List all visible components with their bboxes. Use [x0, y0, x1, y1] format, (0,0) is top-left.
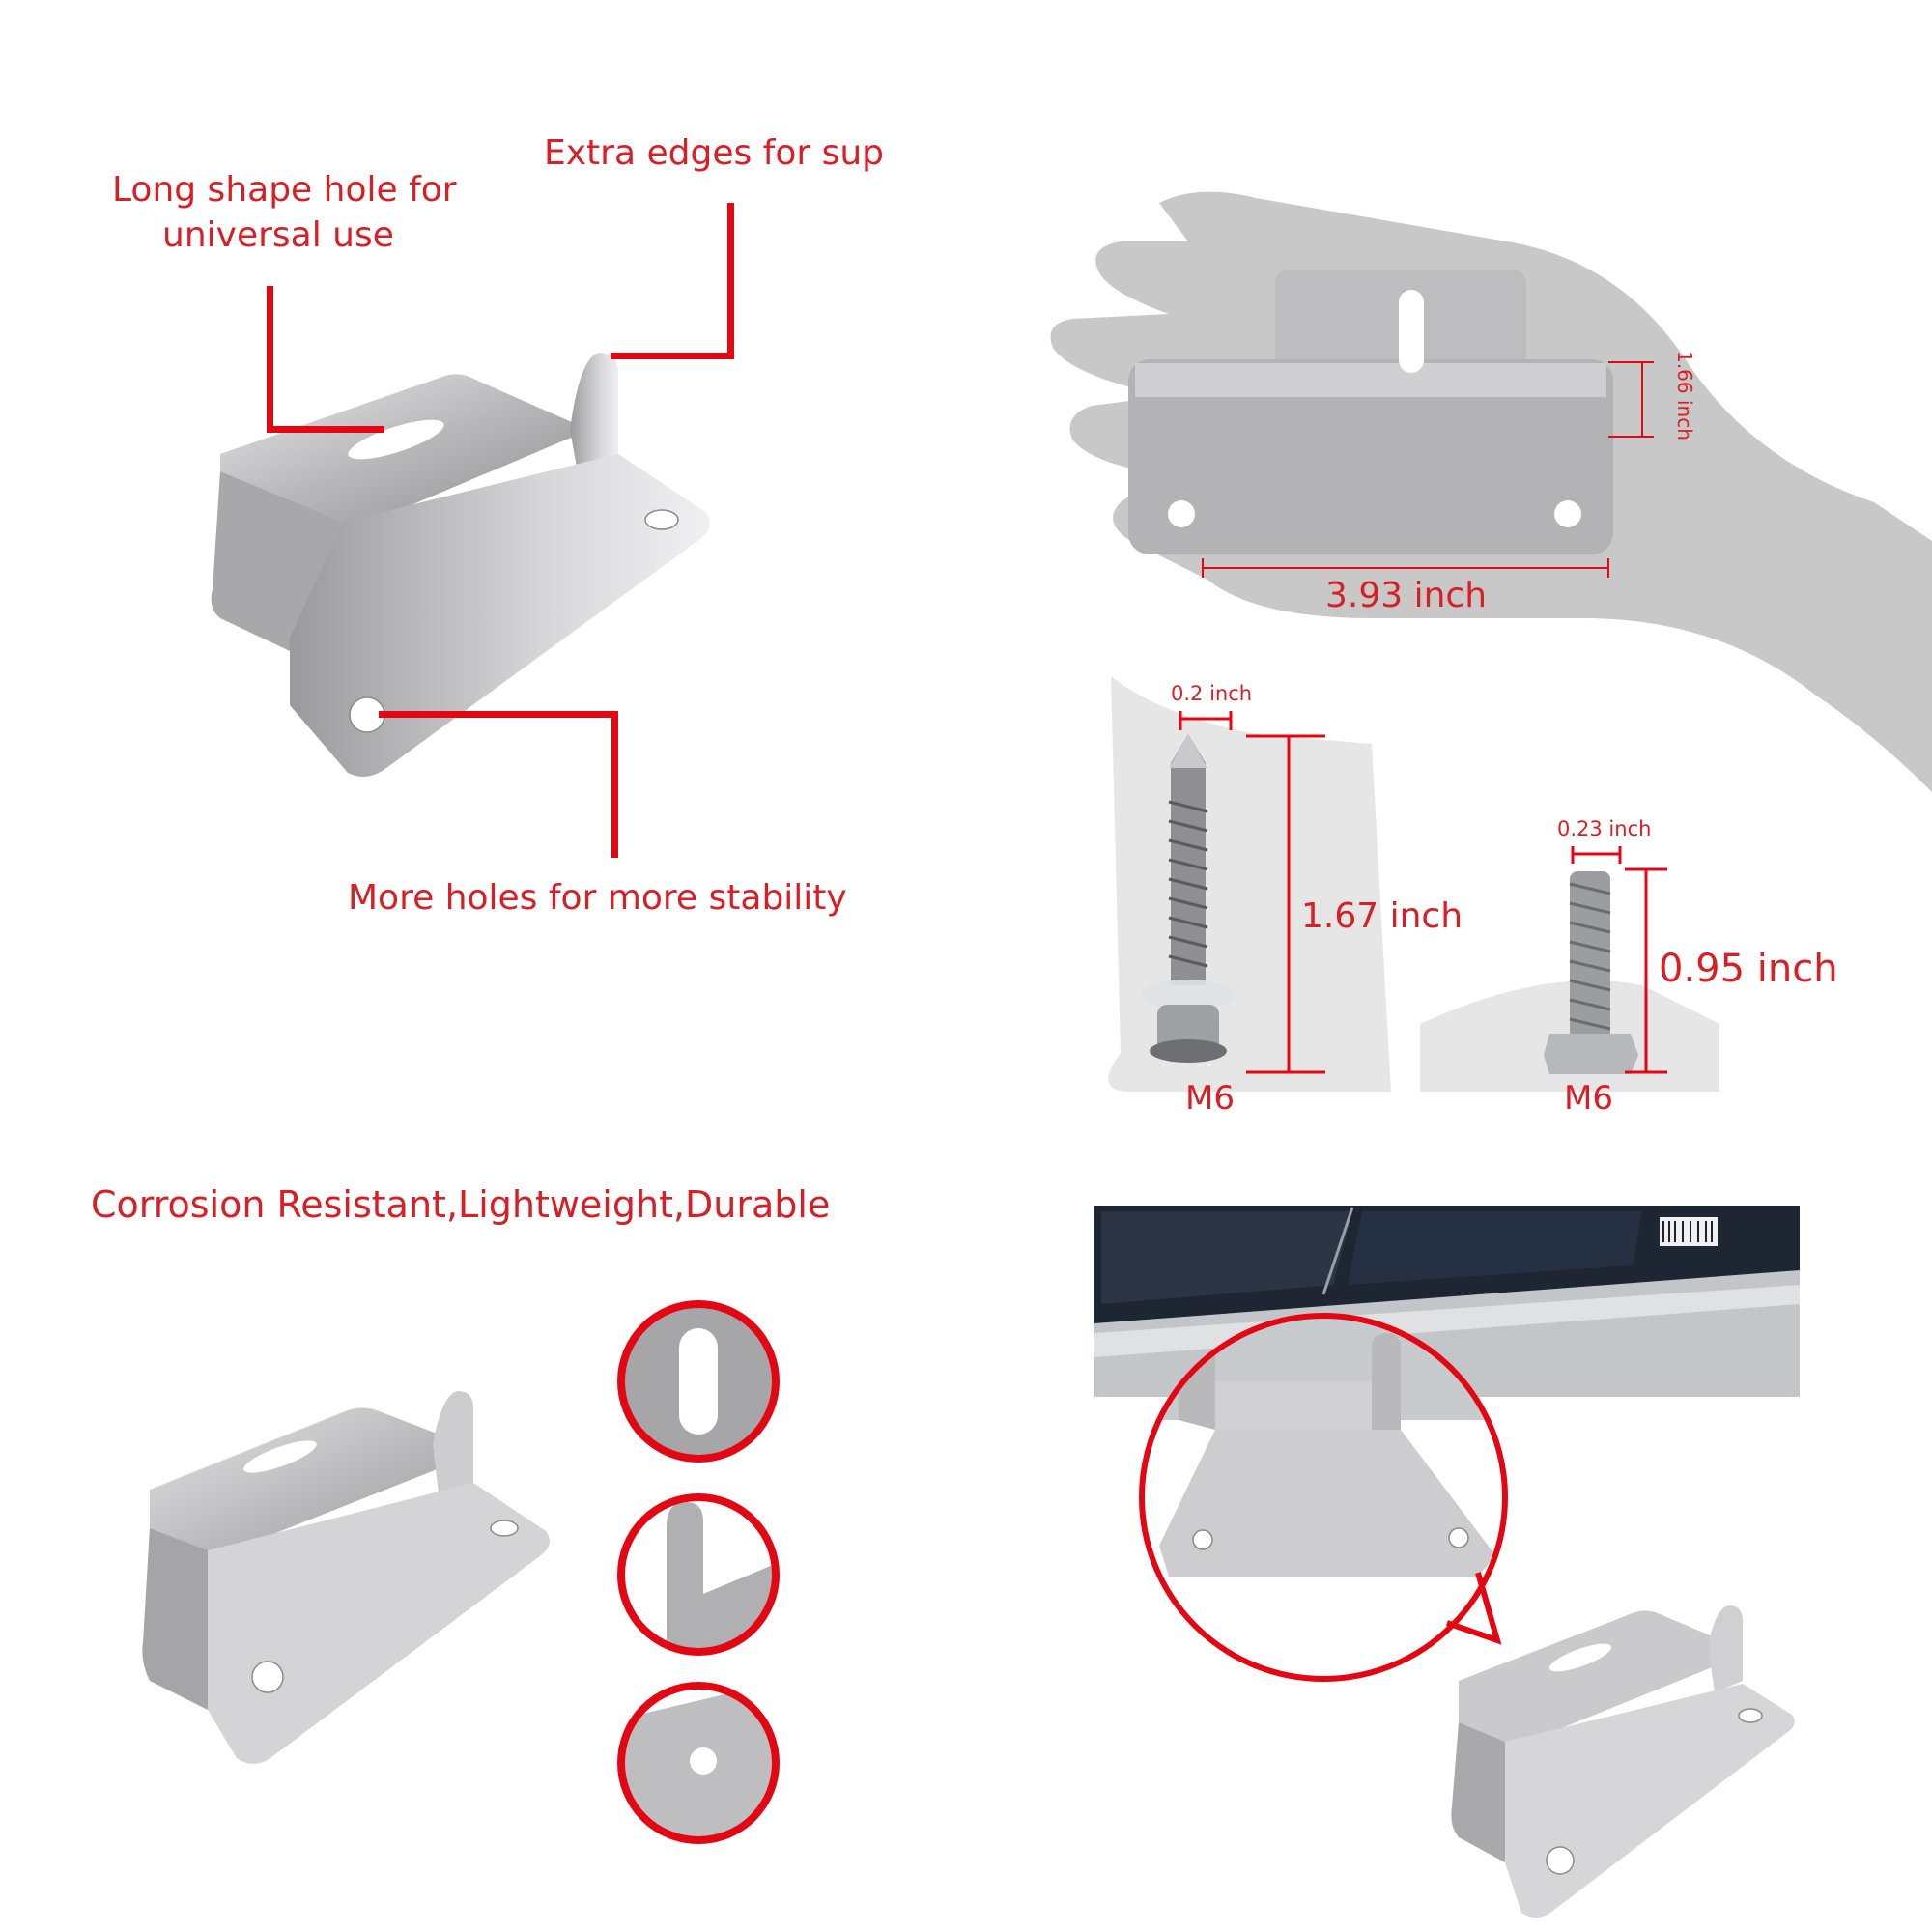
hex-bolt-icon — [1544, 871, 1638, 1074]
height-dimension-label: 1.66 inch — [1672, 351, 1696, 440]
properties-headline: Corrosion Resistant,Lightweight,Durable — [91, 1183, 831, 1226]
bracket-front-view-icon — [1128, 270, 1613, 554]
screw2-length-label: 0.95 inch — [1659, 947, 1838, 991]
mount-hole-detail-icon — [617, 1682, 780, 1844]
features-section: Long shape hole for universal use Extra … — [0, 0, 966, 966]
solar-panel-icon — [1094, 1206, 1800, 1397]
z-bracket-icon — [1451, 1605, 1795, 1918]
hole-feature-label-line2: universal use — [162, 215, 394, 255]
self-drilling-screw-icon — [1142, 734, 1235, 1063]
edge-detail-icon — [617, 1493, 780, 1656]
holes-feature-label: More holes for more stability — [348, 878, 847, 918]
screw1-length-label: 1.67 inch — [1301, 896, 1463, 936]
width-dimension-label: 3.93 inch — [1325, 576, 1488, 615]
screw1-size-label: M6 — [1185, 1079, 1235, 1118]
z-bracket-icon — [142, 1391, 550, 1764]
dimensions-section: 1.66 inch 3.93 inch 0.2 inch 1.67 inch M… — [966, 0, 1932, 1140]
slot-hole-detail-icon — [617, 1300, 780, 1463]
z-bracket-icon — [211, 353, 710, 777]
hole-feature-label-line1: Long shape hole for — [112, 170, 457, 210]
screw2-size-label: M6 — [1564, 1079, 1613, 1118]
screw1-diameter-label: 0.2 inch — [1171, 682, 1253, 705]
installation-section — [966, 1140, 1932, 1932]
screw2-diameter-label: 0.23 inch — [1557, 817, 1652, 840]
properties-section: Corrosion Resistant,Lightweight,Durable — [0, 1140, 966, 1932]
edges-feature-label: Extra edges for sup — [544, 133, 885, 173]
